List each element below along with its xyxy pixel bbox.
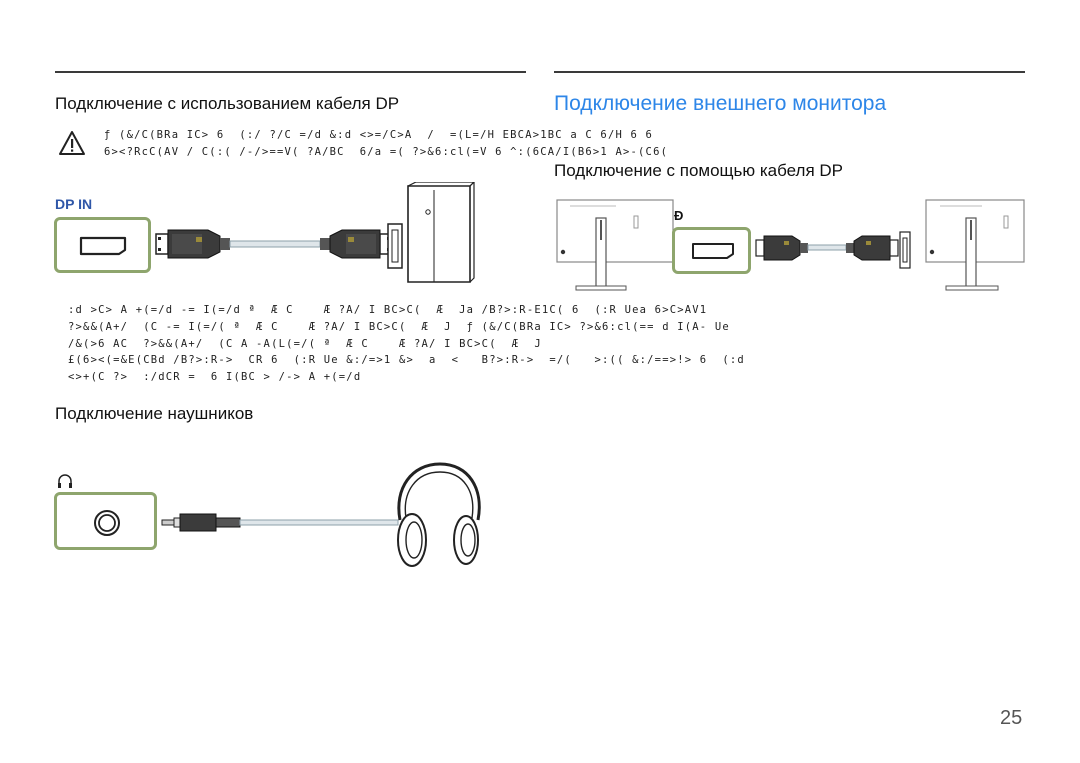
body-line-4: £(6><(=&E(CBd /B?>:R-> CR 6 (:R Ue &:/=>… (68, 354, 745, 366)
dp-in-label: DP IN (55, 196, 93, 212)
displayport-socket-icon (79, 236, 127, 256)
dp-connection-heading: Подключение с использованием кабеля DP (55, 94, 400, 113)
headphones-heading: Подключение наушников (55, 404, 254, 423)
audio-cable (161, 513, 399, 532)
monitor-right-illustration (899, 199, 1025, 291)
page-number: 25 (1000, 707, 1023, 729)
warning-icon (58, 130, 86, 156)
dp-out-port-frame (672, 227, 751, 274)
dp-cable-monitor (755, 235, 899, 261)
body-line-3: /&(>6 AC ?>&&(A+/ (C A -A(L(=/( ª Æ C Æ … (68, 338, 542, 350)
left-top-rule (55, 71, 526, 73)
headphone-port-frame (54, 492, 157, 550)
body-line-5: <>+(C ?> :/dCR = 6 I(BC > /-> A +(=/d (68, 371, 362, 383)
right-top-rule (554, 71, 1025, 73)
external-monitor-title: Подключение внешнего монитора (554, 92, 887, 115)
headphones-illustration (397, 462, 481, 567)
body-line-2: ?>&&(A+/ (C -= I(=/( ª Æ C Æ ?A/ I BC>C(… (68, 321, 730, 333)
dp-cable-heading: Подключение с помощью кабеля DP (554, 161, 844, 180)
dp-in-port-frame (54, 217, 151, 273)
warning-line-1: ƒ (&/C(BRa IC> 6 (:/ ?/C =/d &:d <>=/C>A… (104, 129, 654, 141)
pc-tower-icon (387, 182, 475, 283)
dp-cable (155, 229, 393, 259)
displayport-socket-icon (692, 243, 734, 259)
monitor-left-illustration (556, 199, 674, 291)
body-line-1: :d >C> A +(=/d -= I(=/d ª Æ C Æ ?A/ I BC… (68, 304, 708, 316)
audio-jack-socket-icon (94, 510, 120, 536)
warning-line-2: 6><?RcC(AV / C(:( /-/>==V( ?A/BC 6/a =( … (104, 146, 669, 158)
headphone-icon (58, 474, 72, 488)
dp-out-port-icon-label: Ð (674, 208, 684, 223)
